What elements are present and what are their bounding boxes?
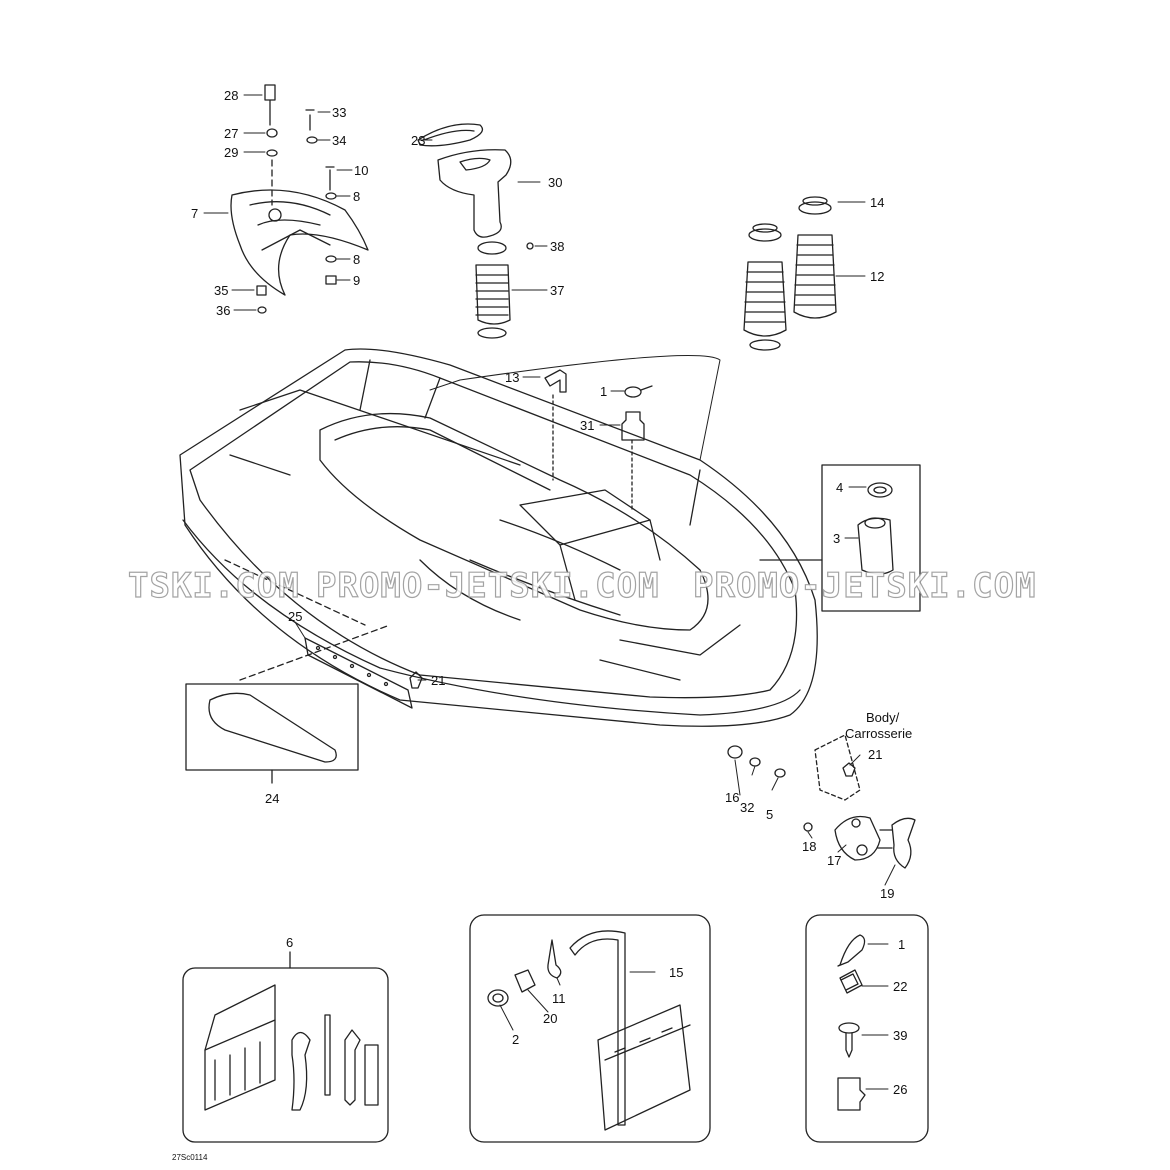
handle-grip-assembly bbox=[417, 123, 534, 339]
watermark-text: PROMO-JETSKI.COM bbox=[316, 566, 660, 606]
callout-10: 10 bbox=[354, 163, 368, 178]
callout-5: 5 bbox=[766, 807, 773, 822]
callout-11: 11 bbox=[552, 991, 566, 1006]
callout-3: 3 bbox=[833, 531, 840, 546]
drawing-code: 27Sc0114 bbox=[172, 1153, 208, 1162]
callout-33: 33 bbox=[332, 105, 346, 120]
callout-21: 21 bbox=[431, 673, 445, 688]
callout-39: 39 bbox=[893, 1028, 907, 1043]
callout-8: 8 bbox=[353, 189, 360, 204]
callout-6: 6 bbox=[286, 935, 293, 950]
callout-2: 2 bbox=[512, 1032, 519, 1047]
callout-16: 16 bbox=[725, 790, 739, 805]
battery-vent-inset bbox=[469, 914, 711, 1143]
watermark-text: TSKI.COM bbox=[128, 566, 300, 606]
callout-4: 4 bbox=[836, 480, 843, 495]
callout-15: 15 bbox=[669, 965, 683, 980]
callout-numbers: 28 27 29 33 34 10 8 7 8 9 35 36 23 30 38… bbox=[191, 88, 912, 1097]
steering-boots bbox=[743, 196, 837, 351]
callout-9: 9 bbox=[353, 273, 360, 288]
callout-34: 34 bbox=[332, 133, 346, 148]
callout-20: 20 bbox=[543, 1011, 557, 1026]
callout-8: 8 bbox=[353, 252, 360, 267]
callout-28: 28 bbox=[224, 88, 238, 103]
rub-strip-and-mat bbox=[185, 559, 423, 784]
callout-21: 21 bbox=[868, 747, 882, 762]
callout-19: 19 bbox=[880, 886, 894, 901]
tool-kit-inset bbox=[182, 951, 389, 1143]
handlebar-assembly bbox=[230, 84, 369, 314]
callout-36: 36 bbox=[216, 303, 230, 318]
watermark: TSKI.COM PROMO-JETSKI.COM PROMO-JETSKI.C… bbox=[127, 565, 1037, 606]
callout-18: 18 bbox=[802, 839, 816, 854]
body-label-line1: Body/ bbox=[866, 710, 900, 725]
callout-38: 38 bbox=[550, 239, 564, 254]
callout-14: 14 bbox=[870, 195, 884, 210]
fill-cap-inset bbox=[759, 464, 921, 612]
callout-37: 37 bbox=[550, 283, 564, 298]
fasteners-inset bbox=[805, 914, 929, 1143]
callout-31: 31 bbox=[580, 418, 594, 433]
callout-29: 29 bbox=[224, 145, 238, 160]
callout-26: 26 bbox=[893, 1082, 907, 1097]
callout-7: 7 bbox=[191, 206, 198, 221]
callout-1: 1 bbox=[898, 937, 905, 952]
callout-23: 23 bbox=[411, 133, 425, 148]
callout-32: 32 bbox=[740, 800, 754, 815]
watercraft-hull bbox=[179, 348, 818, 727]
callout-22: 22 bbox=[893, 979, 907, 994]
hull-small-parts bbox=[544, 369, 653, 511]
callout-24: 24 bbox=[265, 791, 279, 806]
callout-17: 17 bbox=[827, 853, 841, 868]
watermark-text: PROMO-JETSKI.COM bbox=[693, 566, 1037, 606]
callout-30: 30 bbox=[548, 175, 562, 190]
body-label-line2: Carrosserie bbox=[845, 726, 912, 741]
callout-12: 12 bbox=[870, 269, 884, 284]
callout-27: 27 bbox=[224, 126, 238, 141]
callout-25: 25 bbox=[288, 609, 302, 624]
hatch-latch-detail bbox=[727, 734, 916, 869]
callout-1: 1 bbox=[600, 384, 607, 399]
callout-13: 13 bbox=[505, 370, 519, 385]
leader-lines bbox=[203, 94, 896, 1090]
callout-35: 35 bbox=[214, 283, 228, 298]
